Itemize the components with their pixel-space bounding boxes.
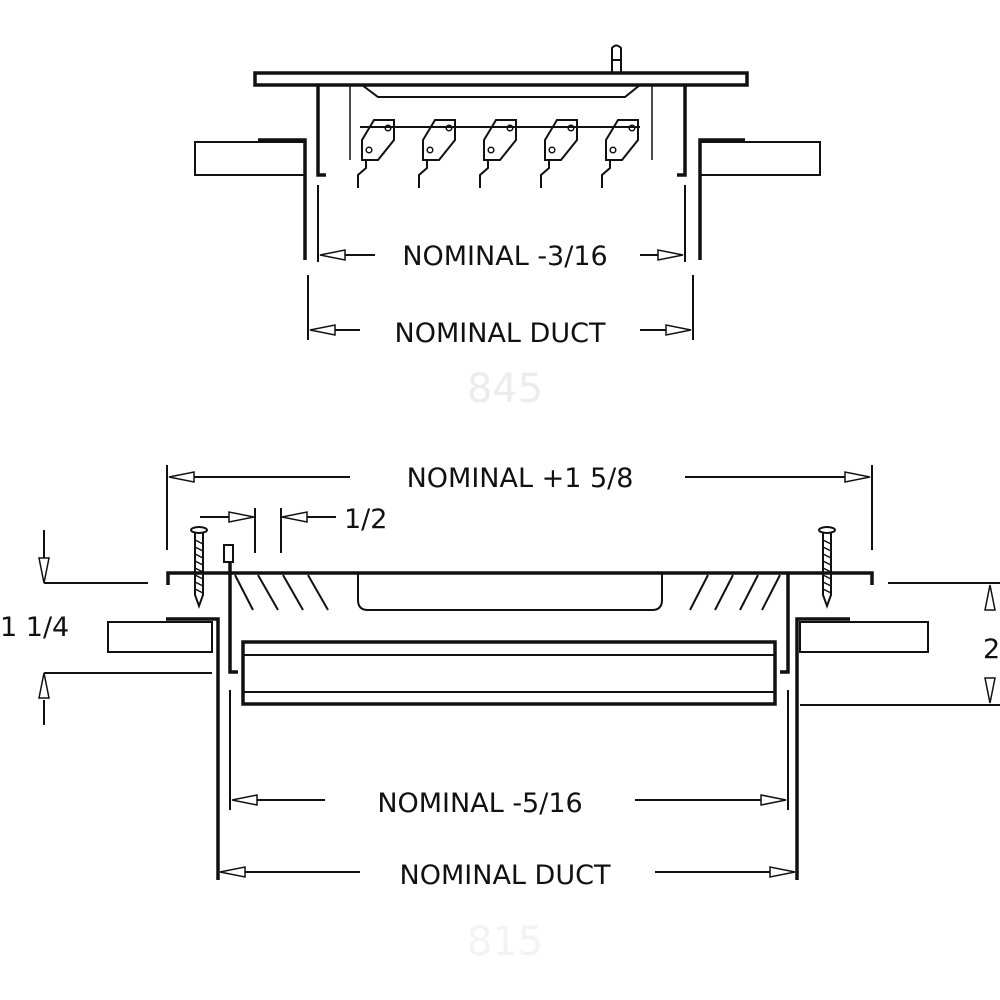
damper-blade xyxy=(479,119,517,188)
dimension-two-inch: 2 xyxy=(800,582,1000,706)
bottom-view: NOMINAL +1 5/8 1/2 xyxy=(0,463,1000,965)
frame-left xyxy=(316,85,326,177)
dim-label: NOMINAL +1 5/8 xyxy=(407,463,634,494)
damper-blade xyxy=(357,119,395,188)
pivot-icon xyxy=(487,146,495,154)
dim-label: NOMINAL DUCT xyxy=(400,860,611,891)
dimension-half-inch: 1/2 xyxy=(200,504,387,553)
model-label-faint: 815 xyxy=(467,919,543,965)
flange-plate xyxy=(253,71,749,87)
dimension-nominal-duct-bottom: NOMINAL DUCT xyxy=(219,860,796,891)
control-knob xyxy=(611,44,622,73)
ceiling-right xyxy=(795,617,929,880)
control-tab xyxy=(223,544,234,563)
ceiling-left xyxy=(107,617,220,880)
screw-right-icon xyxy=(818,526,836,609)
frame-left xyxy=(228,562,238,674)
pivot-icon xyxy=(628,124,636,132)
pivot-icon xyxy=(426,146,434,154)
frame-right xyxy=(780,573,790,674)
handle-recess xyxy=(357,573,663,611)
frame-right xyxy=(677,85,687,177)
model-label-faint: 845 xyxy=(467,366,543,412)
dimension-nominal-plus-1-5-8: NOMINAL +1 5/8 xyxy=(166,463,873,550)
pivot-icon xyxy=(567,124,575,132)
flange xyxy=(166,571,874,585)
damper-blade xyxy=(601,119,639,188)
damper-body xyxy=(241,640,777,706)
dim-label: 2 xyxy=(983,634,1000,665)
dim-label: NOMINAL -3/16 xyxy=(402,241,607,272)
duct-inner-lines xyxy=(317,185,686,262)
dim-label: NOMINAL DUCT xyxy=(395,318,606,349)
dim-label: 1/2 xyxy=(344,504,387,535)
damper-blade xyxy=(540,119,578,188)
handle-recess xyxy=(361,84,641,98)
pivot-icon xyxy=(365,146,373,154)
dimension-nominal-minus-5-16: NOMINAL -5/16 xyxy=(231,788,787,819)
pivot-icon xyxy=(609,146,617,154)
duct-inner-lines xyxy=(229,690,789,810)
dim-label: NOMINAL -5/16 xyxy=(377,788,582,819)
pivot-icon xyxy=(445,124,453,132)
top-view: NOMINAL -3/16 NOMINAL DUCT 845 xyxy=(194,44,821,412)
hatch-left xyxy=(234,574,329,611)
ceiling-right xyxy=(698,138,821,260)
dimension-nominal-minus-3-16: NOMINAL -3/16 xyxy=(319,241,684,272)
screw-left-icon xyxy=(190,526,208,609)
ceiling-left xyxy=(194,138,307,260)
blade-housing xyxy=(349,85,653,160)
damper-blade xyxy=(418,119,456,188)
duct-extension-lines xyxy=(307,275,694,340)
dim-label: 1 1/4 xyxy=(0,612,69,643)
pivot-icon xyxy=(548,146,556,154)
blades xyxy=(357,119,639,188)
hatch-right xyxy=(689,574,781,611)
pivot-icon xyxy=(506,124,514,132)
dimension-nominal-duct-top: NOMINAL DUCT xyxy=(309,318,692,349)
dimension-one-and-quarter: 1 1/4 xyxy=(0,530,212,725)
pivot-icon xyxy=(384,124,392,132)
